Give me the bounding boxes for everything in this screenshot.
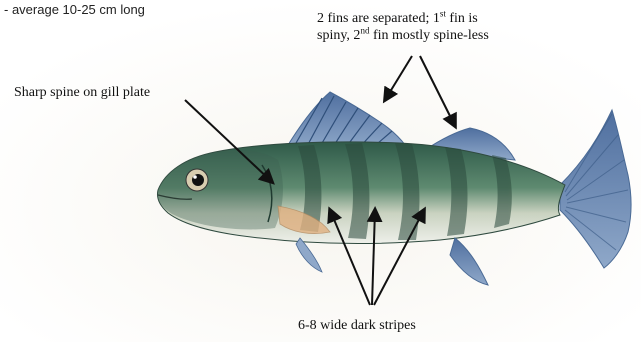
fins-note-line-1: 2 fins are separated; 1st fin is xyxy=(317,10,567,27)
fins-note-line-2: spiny, 2nd fin mostly spine-less xyxy=(317,27,567,44)
fins-note: 2 fins are separated; 1st fin is spiny, … xyxy=(317,10,567,44)
size-note: - average 10-25 cm long xyxy=(4,2,145,17)
stripes-note: 6-8 wide dark stripes xyxy=(298,317,416,334)
gill-note: Sharp spine on gill plate xyxy=(14,84,150,101)
eye-highlight xyxy=(193,175,197,179)
